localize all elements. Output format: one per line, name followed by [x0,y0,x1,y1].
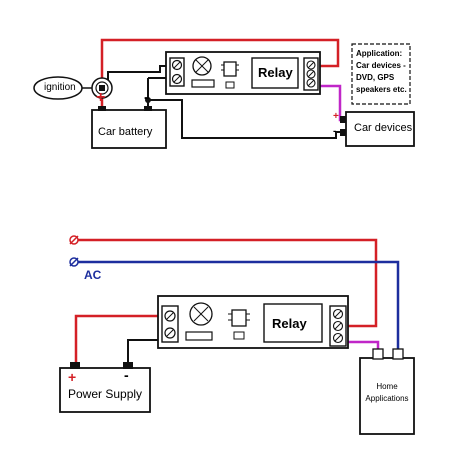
home-applications-label: Home Applications [360,381,414,405]
home-applications-label-line-2: Applications [365,394,409,403]
power-supply-box [59,367,151,413]
home-applications-post-2 [392,348,404,360]
bottom-circuit [59,235,415,435]
application-note-line-1: Application: [356,49,403,58]
power-supply-plus-post [70,362,80,369]
application-note-line-3: DVD, GPS [356,73,395,82]
ac-red-wire [76,238,378,328]
top-relay-input-screw-1-slot [173,61,181,69]
top-relay-coil-box [251,57,299,89]
top-relay-small-part [225,81,235,89]
application-note: Application: Car devices - DVD, GPS spea… [356,48,407,96]
car-battery-minus-post [144,106,152,111]
car-devices-minus-post [340,129,346,136]
top-relay-buzzer-x2 [195,59,209,73]
bottom-relay-output-screw-3-slot [334,334,342,342]
top-relay-input-screw-2-slot [173,75,181,83]
car-battery-plus-post [98,106,106,111]
bottom-relay-resistor [185,331,213,341]
top-ground-wire [147,99,346,139]
top-relay-resistor [191,79,215,88]
power-black-wire [127,339,162,362]
car-devices-minus-sign: - [333,126,337,137]
ac-neutral-plug-slash [69,257,79,267]
home-applications-box [359,357,415,435]
bottom-relay-output-screw-1-slot [334,310,342,318]
top-relay-label: Relay [258,65,293,80]
car-battery-box [91,109,167,149]
application-note-line-2: Car devices - [356,61,406,70]
top-red-wire [100,38,340,110]
application-note-line-4: speakers etc. [356,85,407,94]
key-switch-slot [99,85,105,91]
bottom-relay-small-part [233,331,245,340]
application-note-box [351,43,411,105]
car-battery-label: Car battery [98,126,153,138]
ac-blue-wire [76,260,400,352]
car-battery-plus-sign: + [96,89,106,106]
car-devices-label: Car devices [354,122,413,134]
power-supply-plus-sign: + [68,369,77,385]
ac-line-plug-slash [69,235,79,245]
bottom-relay-input-screw-1-slot [166,312,174,320]
bottom-relay-input-screw-2-slot [166,329,174,337]
car-devices-plus-post [340,116,346,123]
top-circuit [33,38,415,149]
power-supply-minus-sign: - [124,367,129,383]
bottom-relay-chip [231,309,247,327]
bottom-relay-output-screw-2-slot [334,322,342,330]
ac-label: AC [84,268,102,282]
top-relay-output-screw-3-slot [307,79,315,87]
power-supply-label: Power Supply [68,387,143,401]
car-battery-minus-sign: - [144,89,150,106]
top-relay-chip [223,61,237,77]
home-applications-label-line-1: Home [376,382,398,391]
bottom-relay-buzzer-x2 [193,306,209,322]
top-relay-output-screw-2-slot [307,70,315,78]
home-applications-post-1 [372,348,384,360]
top-relay-output-screw-1-slot [307,61,315,69]
power-supply-minus-post [123,362,133,369]
car-devices-plus-sign: + [333,111,339,122]
bottom-relay-label: Relay [272,316,307,331]
bottom-relay-coil-box [263,303,323,343]
car-devices-box [345,111,415,147]
power-red-wire [74,314,162,362]
ignition-label: ignition [44,82,76,93]
